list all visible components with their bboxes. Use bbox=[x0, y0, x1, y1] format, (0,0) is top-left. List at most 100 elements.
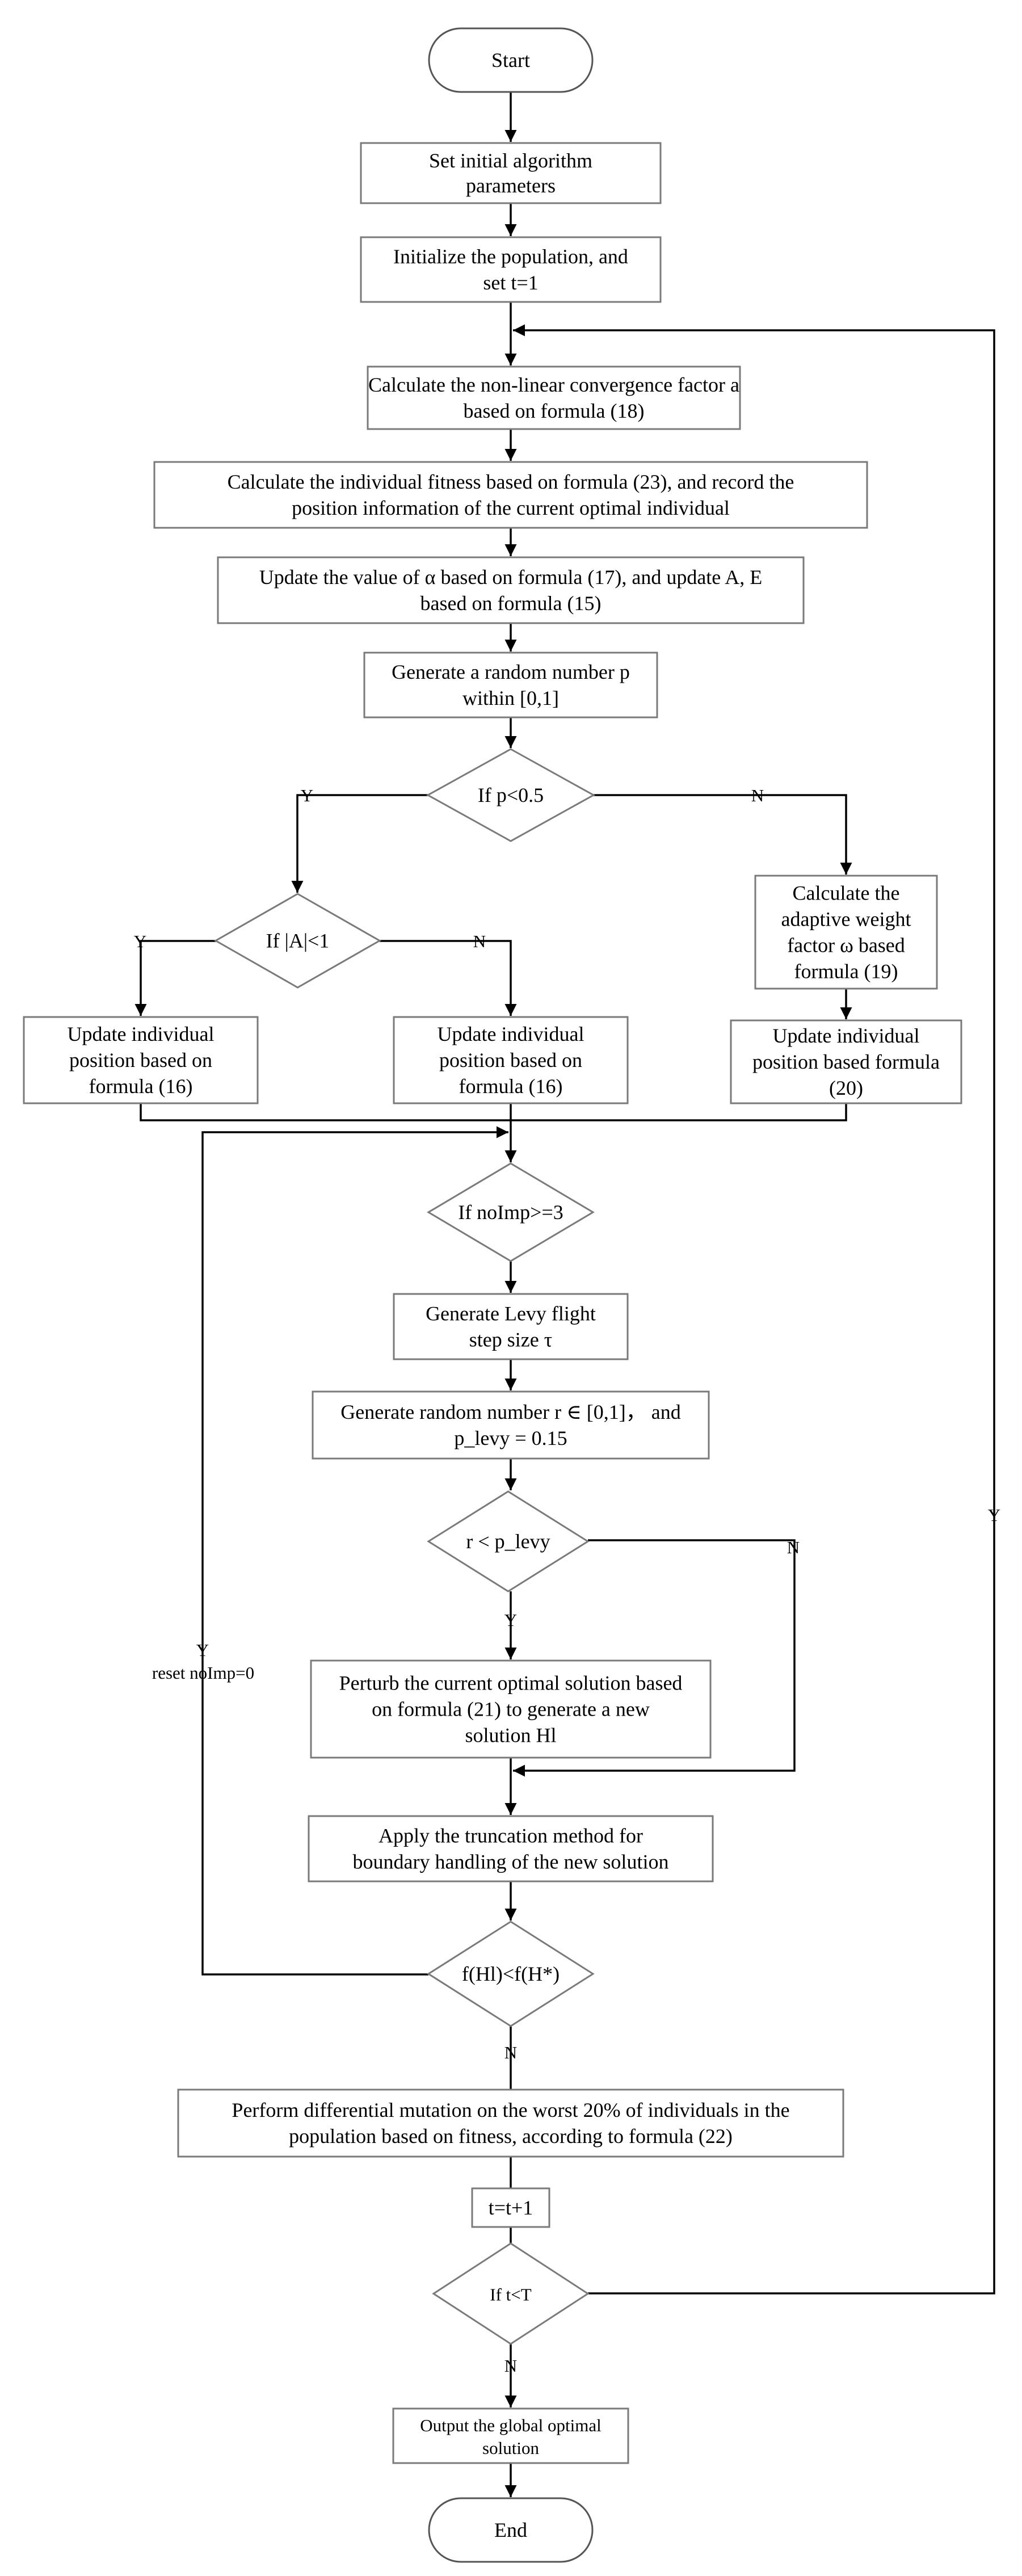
node-t-inc: t=t+1 bbox=[471, 2187, 550, 2228]
node-label-line: t=t+1 bbox=[489, 2196, 533, 2219]
node-label-line: Apply the truncation method for bbox=[378, 1825, 643, 1847]
node-start: Start bbox=[428, 27, 594, 93]
node-label-line: Generate Levy flight bbox=[426, 1302, 596, 1325]
node-if-r: r < p_levy bbox=[427, 1490, 590, 1592]
process-box bbox=[363, 652, 658, 718]
process-box bbox=[23, 1016, 259, 1104]
node-label-line: If t<T bbox=[490, 2285, 531, 2305]
node-label-line: based on formula (15) bbox=[420, 592, 602, 615]
node-label-line: Initialize the population, and bbox=[393, 245, 628, 268]
node-label-line: Set initial algorithm bbox=[429, 149, 592, 172]
node-label-line: If noImp>=3 bbox=[458, 1201, 563, 1224]
node-label-line: Calculate the non-linear convergence fac… bbox=[368, 373, 739, 396]
edge-label-r-yes: Y bbox=[504, 1610, 517, 1630]
decision-diamond bbox=[432, 2242, 590, 2345]
decision-diamond bbox=[427, 1490, 590, 1592]
node-label-line: boundary handling of the new solution bbox=[353, 1851, 669, 1873]
process-box bbox=[360, 142, 662, 204]
node-label-line: formula (16) bbox=[459, 1075, 563, 1098]
node-output: Output the global optimal solution bbox=[392, 2407, 629, 2464]
process-box bbox=[367, 365, 741, 430]
node-calc-fitness: Calculate the individual fitness based o… bbox=[153, 461, 868, 529]
node-label-line: Update individual bbox=[773, 1024, 920, 1047]
terminal-shape bbox=[428, 2497, 594, 2563]
node-mutation: Perform differential mutation on the wor… bbox=[177, 2088, 844, 2158]
node-label-line: solution bbox=[482, 2438, 539, 2458]
decision-diamond bbox=[427, 1162, 595, 1262]
node-end: End bbox=[428, 2497, 594, 2563]
node-label-line: within [0,1] bbox=[462, 687, 559, 709]
process-box bbox=[312, 1390, 710, 1460]
node-label-line: adaptive weight bbox=[781, 908, 911, 931]
process-box bbox=[217, 556, 805, 624]
node-label-line: position based on bbox=[439, 1049, 582, 1071]
connector-lines bbox=[134, 92, 995, 2497]
process-box bbox=[177, 2088, 844, 2158]
node-update-alpha: Update the value of α based on formula (… bbox=[217, 556, 805, 624]
node-label-line: End bbox=[494, 2519, 527, 2541]
node-label-line: Update individual bbox=[438, 1023, 584, 1045]
node-upd-pos-mid: Update individual position based on formul… bbox=[393, 1016, 629, 1104]
node-if-A: If |A|<1 bbox=[213, 893, 382, 989]
node-label-line: solution Hl bbox=[465, 1724, 556, 1747]
process-box bbox=[360, 236, 662, 303]
node-init-pop: Initialize the population, and set t=1 bbox=[360, 236, 662, 303]
node-if-t: If t<T bbox=[432, 2242, 590, 2345]
node-gen-levy: Generate Levy flight step size τ bbox=[393, 1293, 629, 1360]
process-box bbox=[393, 1293, 629, 1360]
node-label-line: Update the value of α based on formula (… bbox=[259, 566, 763, 589]
decision-diamond bbox=[213, 893, 382, 989]
edge-label-a-yes: Y bbox=[134, 931, 146, 951]
node-upd-pos-left: Update individual position based on formul… bbox=[23, 1016, 259, 1104]
node-label-line: based on formula (18) bbox=[464, 400, 645, 422]
node-label-line: Perform differential mutation on the wor… bbox=[232, 2099, 789, 2121]
node-label-line: Generate random number r ∈ [0,1]， and bbox=[340, 1401, 680, 1423]
node-label-line: f(Hl)<f(H*) bbox=[462, 1963, 560, 1985]
process-box bbox=[310, 1659, 712, 1759]
node-if-noimp: If noImp>=3 bbox=[427, 1162, 595, 1262]
node-label-line: Calculate the individual fitness based o… bbox=[228, 470, 794, 493]
node-label-line: Calculate the bbox=[793, 882, 900, 905]
edge-label-p-no: N bbox=[751, 785, 764, 805]
terminal-shape bbox=[428, 27, 594, 93]
node-label-line: r < p_levy bbox=[466, 1530, 550, 1553]
node-label-line: position based formula bbox=[752, 1050, 940, 1073]
process-box bbox=[392, 2407, 629, 2464]
node-label-line: parameters bbox=[466, 174, 556, 197]
node-label-line: p_levy = 0.15 bbox=[454, 1427, 567, 1449]
node-label-line: population based on fitness, according t… bbox=[289, 2125, 733, 2148]
node-label-line: step size τ bbox=[469, 1329, 552, 1351]
edge-label-p-yes: Y bbox=[301, 785, 313, 805]
node-label-line: set t=1 bbox=[483, 271, 538, 294]
node-if-f: f(Hl)<f(H*) bbox=[427, 1921, 595, 2027]
node-label-line: Output the global optimal bbox=[420, 2415, 601, 2435]
node-perturb: Perturb the current optimal solution bas… bbox=[310, 1659, 712, 1759]
process-box bbox=[153, 461, 868, 529]
node-label-line: Perturb the current optimal solution bas… bbox=[339, 1672, 683, 1695]
node-label-line: Update individual bbox=[68, 1023, 215, 1045]
decision-diamond bbox=[427, 1921, 595, 2027]
edge-label-loop-reset: reset noImp=0 bbox=[152, 1663, 254, 1683]
process-box bbox=[393, 1016, 629, 1104]
process-box bbox=[471, 2187, 550, 2228]
edge-label-a-no: N bbox=[473, 931, 486, 951]
node-label-line: position information of the current opti… bbox=[292, 497, 730, 519]
node-label-line: Start bbox=[491, 49, 530, 72]
node-if-p: If p<0.5 bbox=[426, 748, 596, 842]
node-gen-r: Generate random number r ∈ [0,1]， and p_l… bbox=[312, 1390, 710, 1460]
node-label-line: formula (16) bbox=[89, 1075, 193, 1098]
node-label-line: formula (19) bbox=[794, 960, 898, 983]
edge-label-t-yes: Y bbox=[988, 1505, 1000, 1525]
node-label-line: on formula (21) to generate a new bbox=[372, 1698, 650, 1721]
node-label-line: If |A|<1 bbox=[266, 930, 330, 952]
node-truncate: Apply the truncation method for boundary … bbox=[308, 1815, 714, 1882]
node-label-line: factor ω based bbox=[787, 934, 905, 957]
node-label-line: position based on bbox=[69, 1049, 212, 1071]
process-box bbox=[730, 1019, 962, 1104]
decision-diamond bbox=[426, 748, 596, 842]
edge-label-loop-yes: Y bbox=[196, 1640, 209, 1660]
